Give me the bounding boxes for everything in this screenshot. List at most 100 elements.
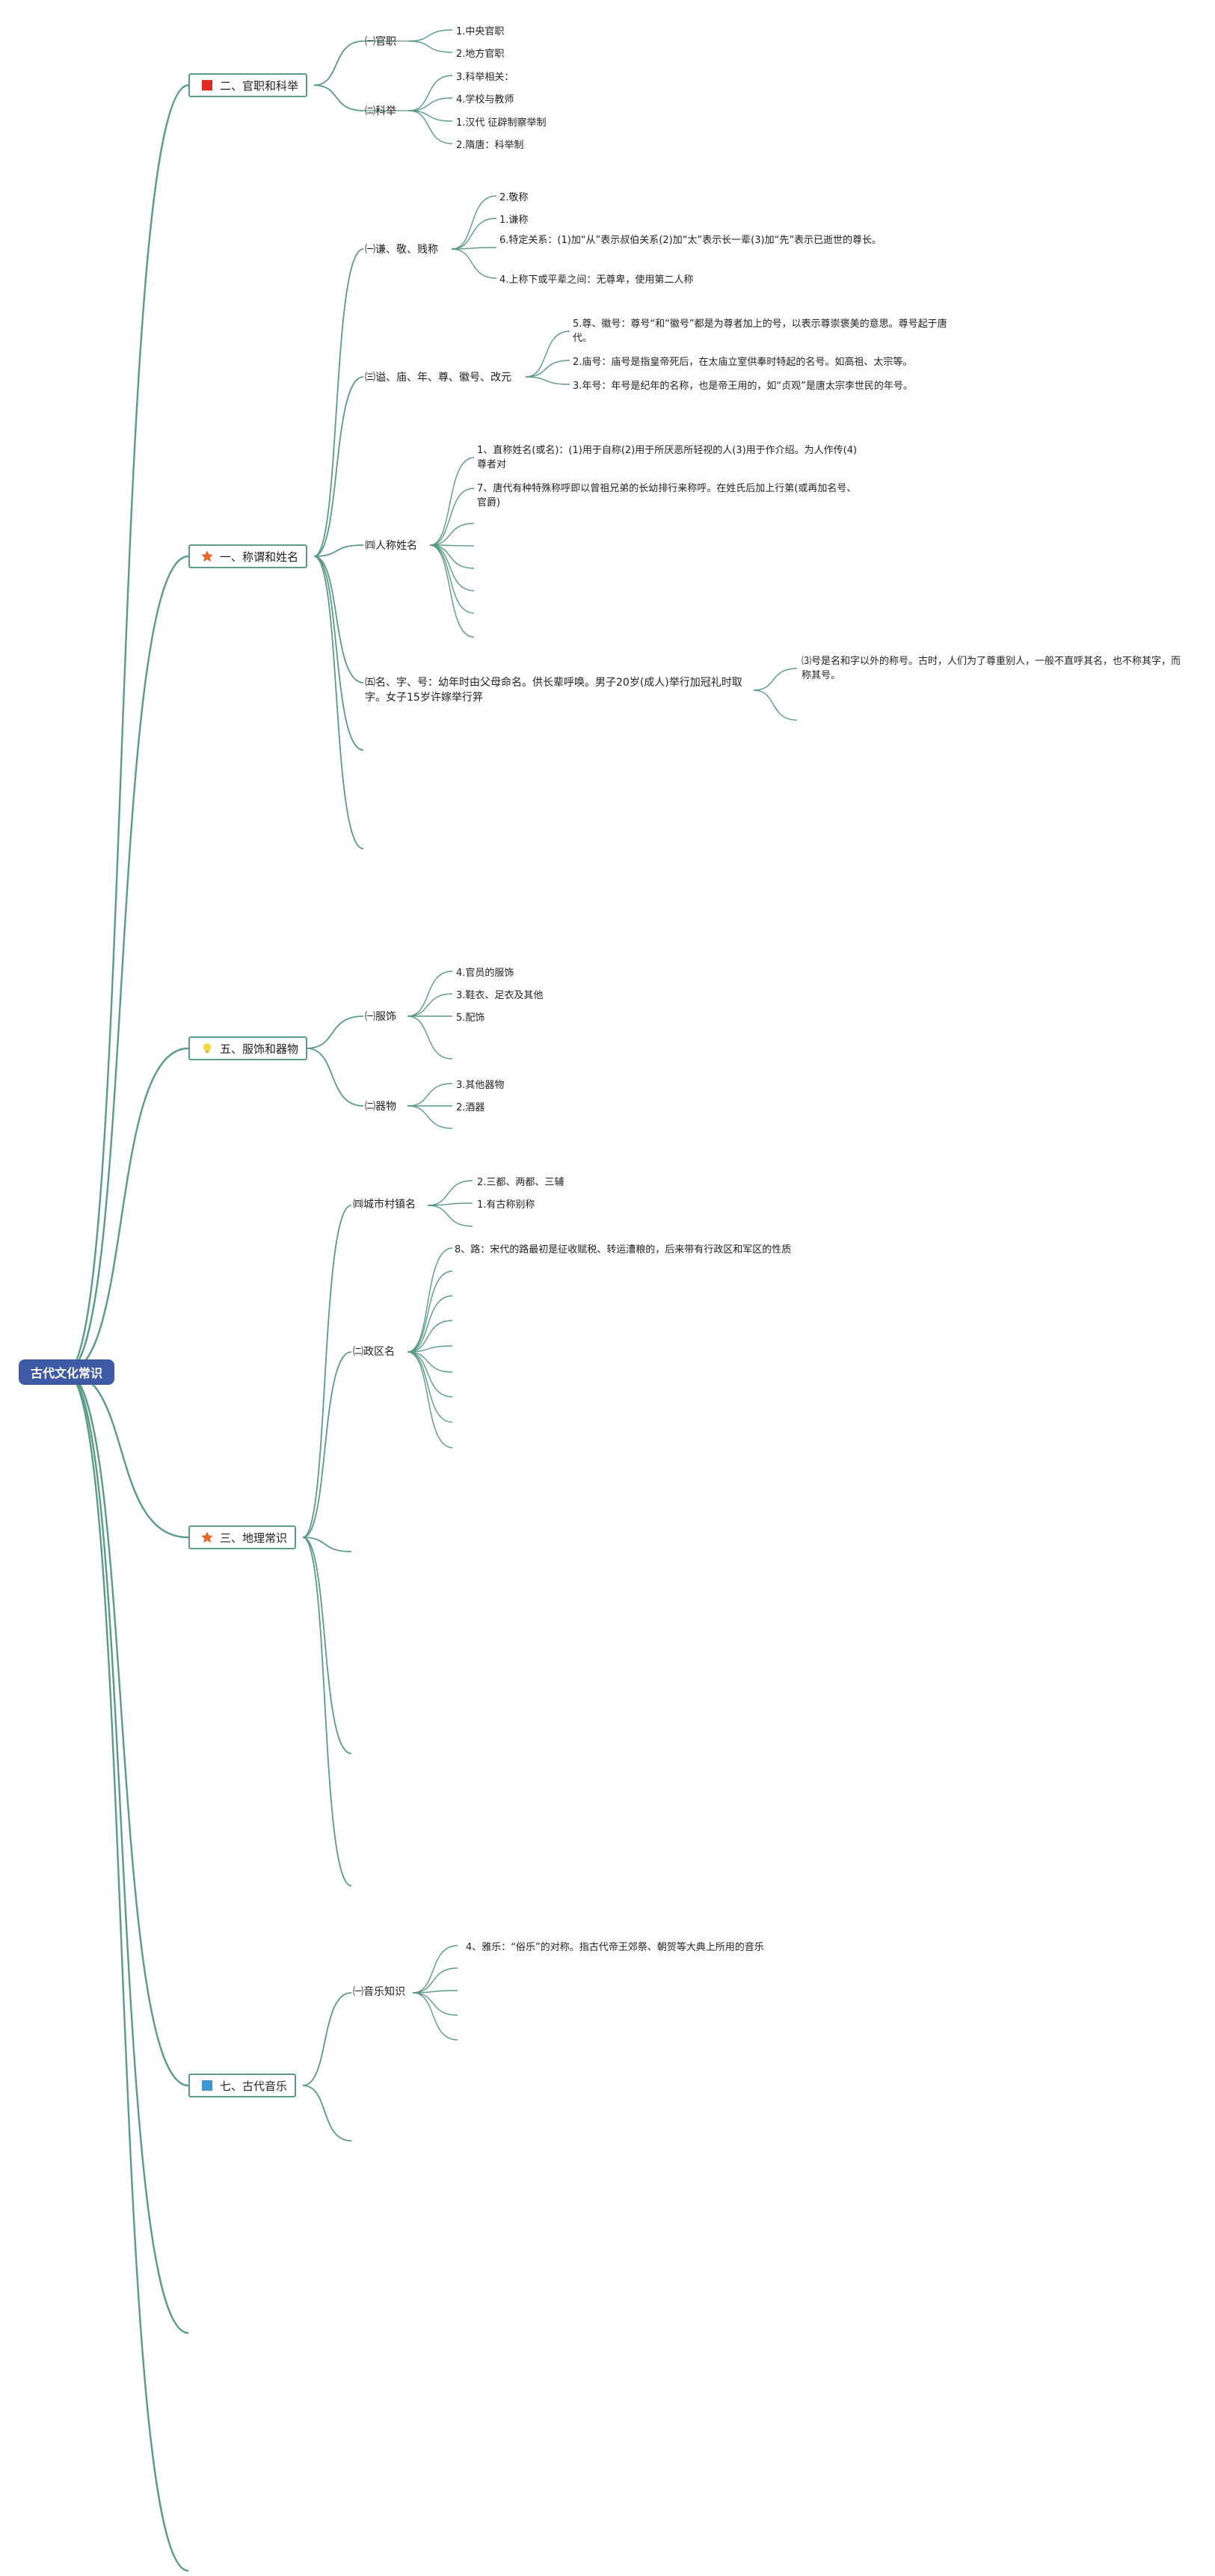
sub-zhengqu[interactable]: ㈡政区名 <box>353 1346 395 1358</box>
branch-label: 七、古代音乐 <box>220 2079 288 2093</box>
sub-shi-miao[interactable]: ㈢谥、庙、年、尊、徽号、改元 <box>365 372 511 384</box>
connector <box>429 523 475 546</box>
connector <box>412 1992 458 2041</box>
leaf[interactable]: 2.地方官职 <box>456 49 505 60</box>
leaf[interactable]: 4、雅乐：“俗乐”的对称。指古代帝王郊祭、朝贺等大典上所用的音乐 <box>466 1942 764 1953</box>
connector <box>313 544 364 557</box>
sub-qian-jing-jian[interactable]: ㈠谦、敬、贱称 <box>365 244 438 256</box>
connector <box>313 556 364 683</box>
sub-ming-zi-hao[interactable]: ㈤名、字、号：幼年时由父母命名。供长辈呼唤。男子20岁(成人)举行加冠礼时取字。… <box>365 677 742 704</box>
sub-yinyue-zhishi[interactable]: ㈠音乐知识 <box>353 1986 405 1998</box>
leaf[interactable]: 4.官员的服饰 <box>456 968 514 979</box>
connector <box>412 1992 458 2016</box>
orange-star-icon <box>200 1531 214 1544</box>
leaf[interactable]: 4.上称下或平辈之间：无尊卑，使用第二人称 <box>499 274 694 286</box>
sub-fushi[interactable]: ㈠服饰 <box>365 1011 396 1023</box>
connector <box>412 1945 458 1994</box>
connector <box>407 1351 453 1398</box>
connector <box>313 84 364 111</box>
connector <box>427 1202 473 1206</box>
connector <box>429 544 475 614</box>
connector <box>65 1047 189 1374</box>
leaf[interactable]: ⑶号是名和字以外的称号。古时，人们为了尊重别人，一般不直呼其名，也不称其字，而称… <box>802 656 1181 681</box>
branch-label: 一、称谓和姓名 <box>220 550 299 564</box>
leaf[interactable]: 2.三都、两都、三辅 <box>477 1177 565 1188</box>
leaf[interactable]: 7、唐代有种特殊称呼即以曾祖兄弟的长幼排行来称呼。在姓氏后加上行第(或再加名号、… <box>477 483 857 508</box>
connector <box>408 40 453 53</box>
connector <box>407 1351 453 1448</box>
connector <box>408 110 453 122</box>
connector <box>313 248 364 557</box>
connector <box>408 29 453 42</box>
connector <box>407 971 453 1017</box>
root-node[interactable]: 古代文化常识 <box>19 1359 114 1385</box>
leaf[interactable]: 5.配饰 <box>456 1012 485 1024</box>
branch-guanzhi-keju[interactable]: 二、官职和科举 <box>188 73 308 97</box>
root-label: 古代文化常识 <box>30 1366 102 1380</box>
connector <box>302 1537 352 1754</box>
branch-label: 二、官职和科举 <box>220 79 299 93</box>
blue-flag-icon <box>200 2079 214 2092</box>
connector <box>407 1015 453 1060</box>
connector <box>65 1371 189 2572</box>
branch-label: 五、服饰和器物 <box>220 1042 299 1056</box>
connector <box>407 1270 453 1353</box>
leaf[interactable]: 2.隋唐：科举制 <box>456 140 524 151</box>
connector <box>65 84 189 1374</box>
leaf[interactable]: 3.科举相关： <box>456 72 514 83</box>
connector <box>65 1371 189 2334</box>
connector <box>313 556 364 849</box>
leaf[interactable]: 5.尊、徽号：尊号“和“徽号”都是为尊者加上的号，以表示尊崇褒美的意思。尊号起于… <box>573 319 947 344</box>
connector <box>302 1351 352 1538</box>
leaf[interactable]: 3.鞋衣、足衣及其他 <box>456 990 544 1001</box>
leaf[interactable]: 8、路：宋代的路最初是征收赋税、转运漕粮的，后来带有行政区和军区的性质 <box>455 1244 792 1255</box>
leaf[interactable]: 1.谦称 <box>499 215 529 226</box>
connector <box>313 40 364 86</box>
connector <box>753 689 798 721</box>
connector <box>451 195 497 250</box>
sub-guanzhi[interactable]: ㈠官职 <box>365 36 396 48</box>
connector <box>429 544 475 569</box>
connector <box>451 218 497 250</box>
leaf[interactable]: 2.酒器 <box>456 1102 485 1113</box>
sub-qiwu[interactable]: ㈡器物 <box>365 1101 396 1113</box>
sub-keju[interactable]: ㈡科举 <box>365 105 396 117</box>
leaf[interactable]: 2.敬称 <box>499 192 529 203</box>
connector <box>525 360 570 378</box>
branch-chengwei-xingming[interactable]: 一、称谓和姓名 <box>188 544 308 568</box>
leaf[interactable]: 6.特定关系：(1)加“从”表示叔伯关系(2)加“太”表示长一辈(3)加“先”表… <box>499 235 882 246</box>
leaf[interactable]: 1、直称姓名(或名)：(1)用于自称(2)用于所厌恶所轻视的人(3)用于作介绍。… <box>477 445 858 470</box>
leaf[interactable]: 4.学校与教师 <box>456 94 514 105</box>
leaf[interactable]: 3.其他器物 <box>456 1080 505 1091</box>
connector <box>302 2085 352 2142</box>
connector <box>407 1083 453 1107</box>
leaf[interactable]: 2.庙号：庙号是指皇帝死后，在太庙立室供奉时特起的名号。如高祖、太宗等。 <box>573 357 913 368</box>
connector <box>407 1345 453 1353</box>
connector <box>408 110 453 144</box>
branch-gudai-yinyue[interactable]: 七、古代音乐 <box>188 2074 297 2097</box>
connector <box>407 1351 453 1423</box>
sub-chengshi-cunzhen[interactable]: ㈣城市村镇名 <box>353 1199 416 1211</box>
sub-rencheng-xingming[interactable]: ㈣人称姓名 <box>365 540 417 552</box>
branch-label: 三、地理常识 <box>220 1531 288 1545</box>
connector <box>407 1295 453 1353</box>
leaf[interactable]: 3.年号：年号是纪年的名称，也是帝王用的，如“贞观”是唐太宗李世民的年号。 <box>573 381 913 392</box>
leaf[interactable]: 1.汉代 征辟制察举制 <box>456 117 547 129</box>
connector <box>525 331 570 378</box>
connector <box>407 1320 453 1353</box>
connector <box>302 1992 352 2086</box>
connector <box>427 1205 473 1227</box>
connector <box>407 1247 453 1353</box>
connector <box>525 376 570 385</box>
connector <box>429 488 475 546</box>
connector <box>313 556 364 751</box>
branch-dili-changshi[interactable]: 三、地理常识 <box>188 1525 297 1549</box>
connector <box>412 1967 458 1994</box>
leaf[interactable]: 1.有古称别称 <box>477 1199 535 1211</box>
connector <box>306 1015 364 1049</box>
connector <box>306 1048 364 1107</box>
connector <box>302 1537 352 1887</box>
leaf[interactable]: 1.中央官职 <box>456 26 505 37</box>
branch-fushi-qiwu[interactable]: 五、服饰和器物 <box>188 1036 308 1060</box>
